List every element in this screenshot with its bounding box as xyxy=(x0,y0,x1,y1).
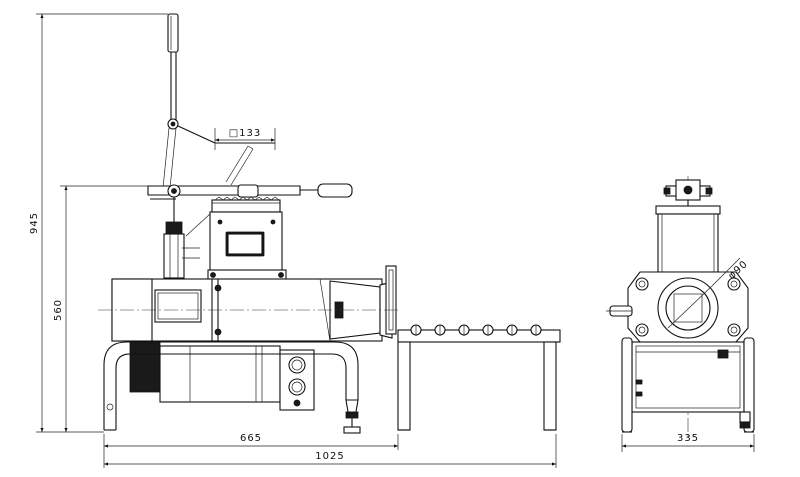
dim-front-width: 335 xyxy=(677,433,699,444)
front-dimensions: 335 xyxy=(621,433,755,452)
lever-horizontal xyxy=(147,183,353,200)
press-column xyxy=(163,197,211,279)
hopper xyxy=(207,196,287,281)
lower-motor xyxy=(129,341,315,411)
front-top-fitting xyxy=(663,179,713,206)
base-frame xyxy=(103,341,361,434)
front-motor-box xyxy=(631,341,745,413)
lever-intermediate xyxy=(225,145,254,186)
dim-base-width: 665 xyxy=(240,433,262,444)
dim-working-height: 560 xyxy=(53,299,64,321)
dim-overall-length: 1025 xyxy=(315,451,344,462)
front-legs xyxy=(621,337,755,433)
front-flange: φ90 xyxy=(606,257,750,343)
side-view: 945 560 □133 665 1025 xyxy=(29,13,561,468)
conveyor-stand xyxy=(397,324,561,431)
front-hopper xyxy=(655,205,721,273)
dim-overall-height: 945 xyxy=(29,212,40,234)
motor-body xyxy=(98,265,400,342)
lever-raised xyxy=(162,13,275,189)
front-view: φ90 335 xyxy=(606,176,755,452)
dim-hopper-square: □133 xyxy=(229,128,262,139)
side-dimensions: 945 560 □133 665 1025 xyxy=(29,13,557,468)
